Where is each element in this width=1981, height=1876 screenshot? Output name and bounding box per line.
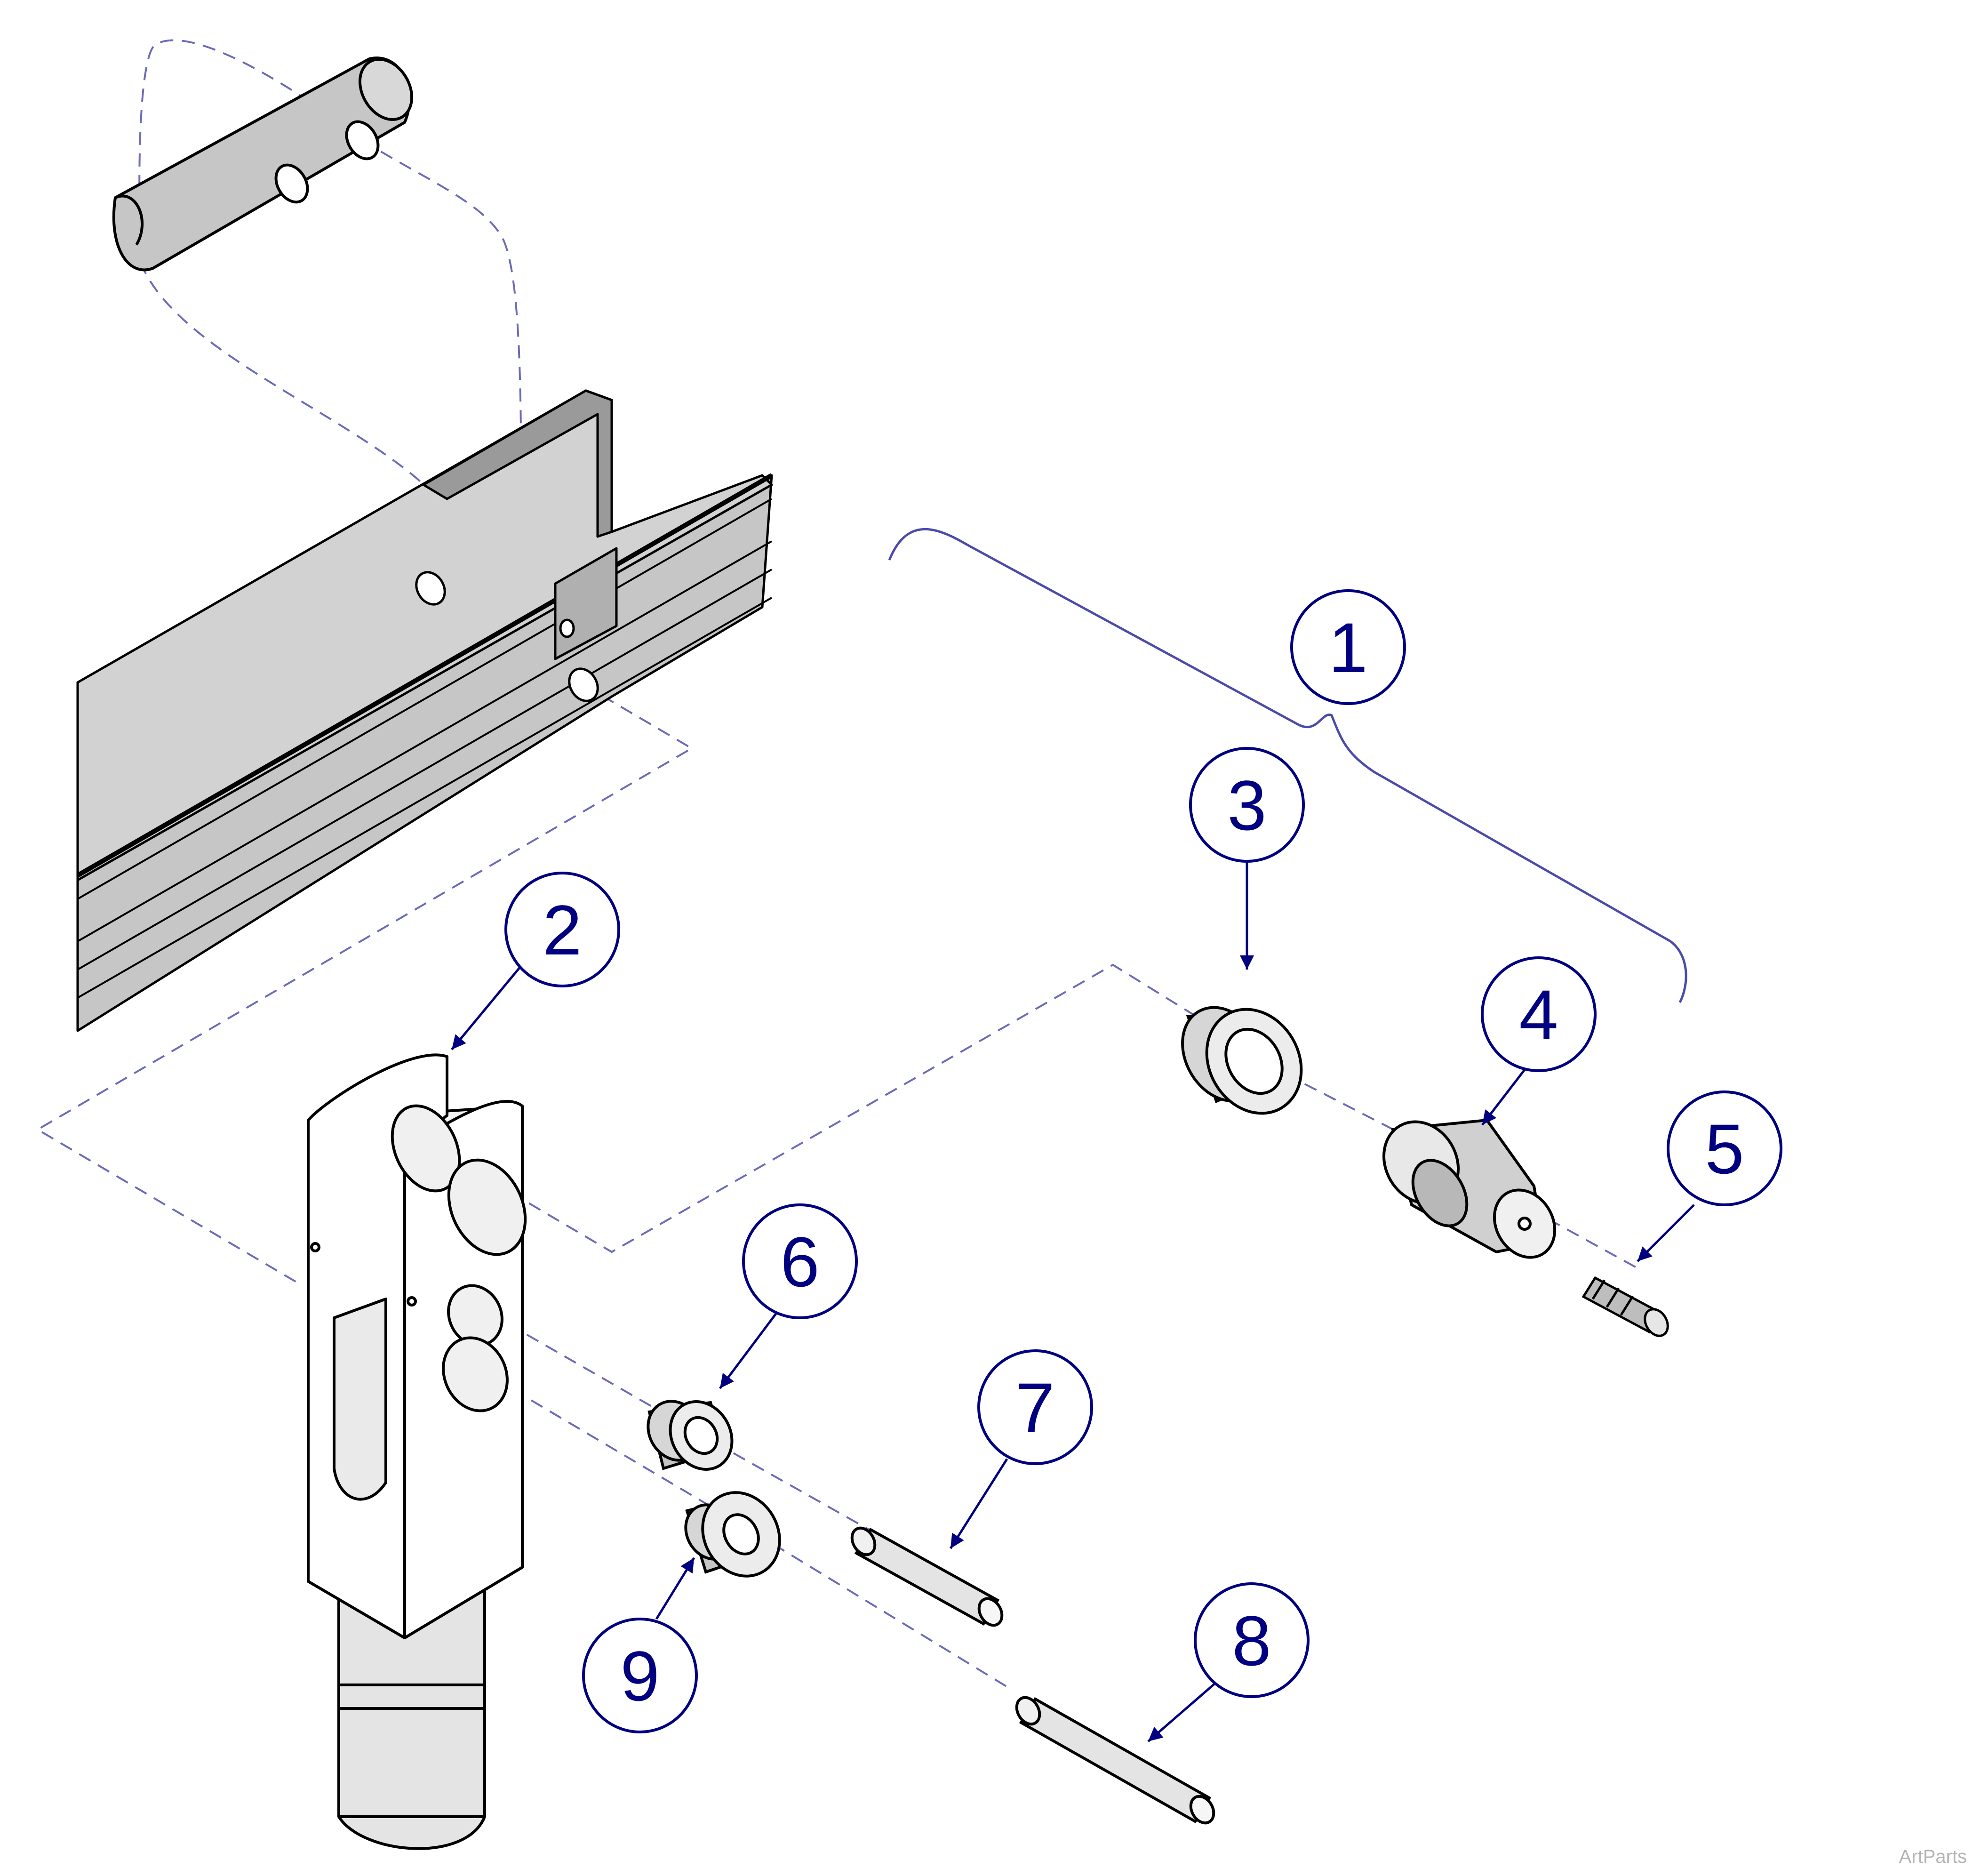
callout-6-label: 6	[780, 1222, 819, 1301]
arrow-9	[655, 1557, 695, 1620]
callout-8: 8	[1194, 1582, 1310, 1698]
callout-2: 2	[504, 872, 620, 987]
arrow-7	[949, 1458, 1008, 1549]
callout-1-label: 1	[1328, 608, 1367, 687]
roller-part	[1181, 1006, 1303, 1115]
arrow-5	[1637, 1204, 1695, 1262]
clevis-to-roller-leader	[491, 963, 1243, 1253]
callout-5-label: 5	[1705, 1109, 1744, 1188]
clevis-part	[307, 1053, 527, 1850]
callout-4-label: 4	[1519, 975, 1558, 1054]
watermark-text: ArtParts	[1899, 1846, 1967, 1867]
bushing-9-part	[684, 1491, 781, 1578]
callout-6: 6	[742, 1203, 858, 1319]
callout-9: 9	[582, 1618, 698, 1733]
clevis-to-pin7-leader	[489, 1312, 895, 1545]
callout-1: 1	[1290, 589, 1406, 705]
callout-3-label: 3	[1227, 766, 1266, 845]
axle-part	[1382, 1118, 1557, 1259]
pin-7-part	[850, 1526, 1004, 1627]
set-screw-part	[1582, 1276, 1669, 1337]
callout-7-label: 7	[1015, 1368, 1054, 1447]
rail-to-clevis-leader	[36, 684, 694, 1286]
callout-7: 7	[977, 1349, 1093, 1465]
callout-2-label: 2	[543, 890, 582, 970]
rail-extrusion	[76, 389, 773, 1032]
callout-4: 4	[1481, 956, 1597, 1072]
arrow-2	[451, 952, 533, 1050]
axle-to-setscrew-leader	[1548, 1218, 1643, 1272]
bushing-6-part	[647, 1400, 734, 1471]
callout-9-label: 9	[620, 1636, 659, 1716]
callout-balloons: 1 2 3 4 5 6 7 8	[504, 589, 1782, 1733]
arrow-6	[719, 1312, 777, 1389]
pin-8-part	[1015, 1696, 1215, 1825]
group-bracket	[888, 528, 1687, 1003]
shaft-part	[112, 56, 414, 272]
callout-arrows	[451, 861, 1695, 1742]
callout-3: 3	[1189, 747, 1305, 863]
callout-8-label: 8	[1232, 1601, 1271, 1680]
arrow-4	[1481, 1063, 1530, 1126]
arrow-8	[1147, 1679, 1220, 1742]
callout-5: 5	[1667, 1090, 1782, 1206]
